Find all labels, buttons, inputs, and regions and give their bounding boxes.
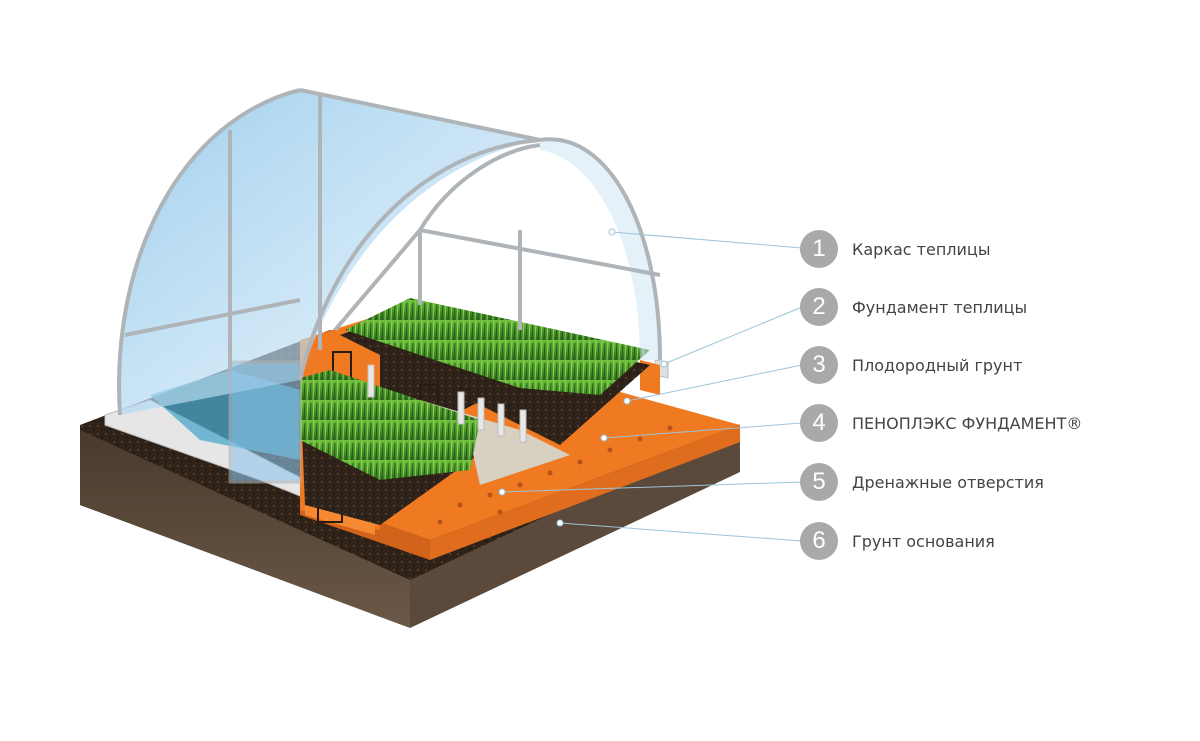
legend-label: Дренажные отверстия [852,472,1044,492]
leader-lines [501,231,803,542]
frame-arches [117,88,662,416]
base-ground-front [80,430,410,628]
legend-label: Фундамент теплицы [852,297,1028,317]
foam-slab-side [430,425,740,560]
legend-item-1: 1 Каркас теплицы [800,229,990,269]
leader-line-1 [611,231,803,249]
legend-number-badge: 5 [800,463,838,501]
polycarbonate-roof [119,90,540,415]
legend-item-4: 4 ПЕНОПЛЭКС ФУНДАМЕНТ® [800,403,1082,443]
polycarbonate-end [540,139,660,360]
drainage-holes [437,425,673,525]
legend-item-5: 5 Дренажные отверстия [800,462,1044,502]
legend-number-badge: 2 [800,288,838,326]
legend-item-2: 2 Фундамент теплицы [800,287,1027,327]
legend-number-badge: 4 [800,404,838,442]
grass-row-front [300,370,480,480]
legend-label: ПЕНОПЛЭКС ФУНДАМЕНТ® [852,413,1083,433]
base-ground-side [410,425,740,628]
grass-row-back [345,298,650,395]
leader-line-2 [663,306,803,365]
pegs [367,364,527,443]
legend: 1 Каркас теплицы 2 Фундамент теплицы 3 П… [800,0,1180,741]
legend-item-6: 6 Грунт основания [800,521,995,561]
greenhouse-frame [117,88,662,484]
legend-item-3: 3 Плодородный грунт [800,345,1022,385]
greenhouse-door [228,360,302,484]
legend-number-badge: 3 [800,346,838,384]
leader-line-3 [626,364,803,402]
leader-dots [498,228,668,527]
legend-number-badge: 6 [800,522,838,560]
leader-line-5 [501,481,803,493]
legend-label: Грунт основания [852,531,995,551]
leader-line-6 [559,522,803,542]
leader-line-4 [603,422,803,439]
legend-label: Плодородный грунт [852,355,1023,375]
legend-number-badge: 1 [800,230,838,268]
legend-label: Каркас теплицы [852,239,991,259]
